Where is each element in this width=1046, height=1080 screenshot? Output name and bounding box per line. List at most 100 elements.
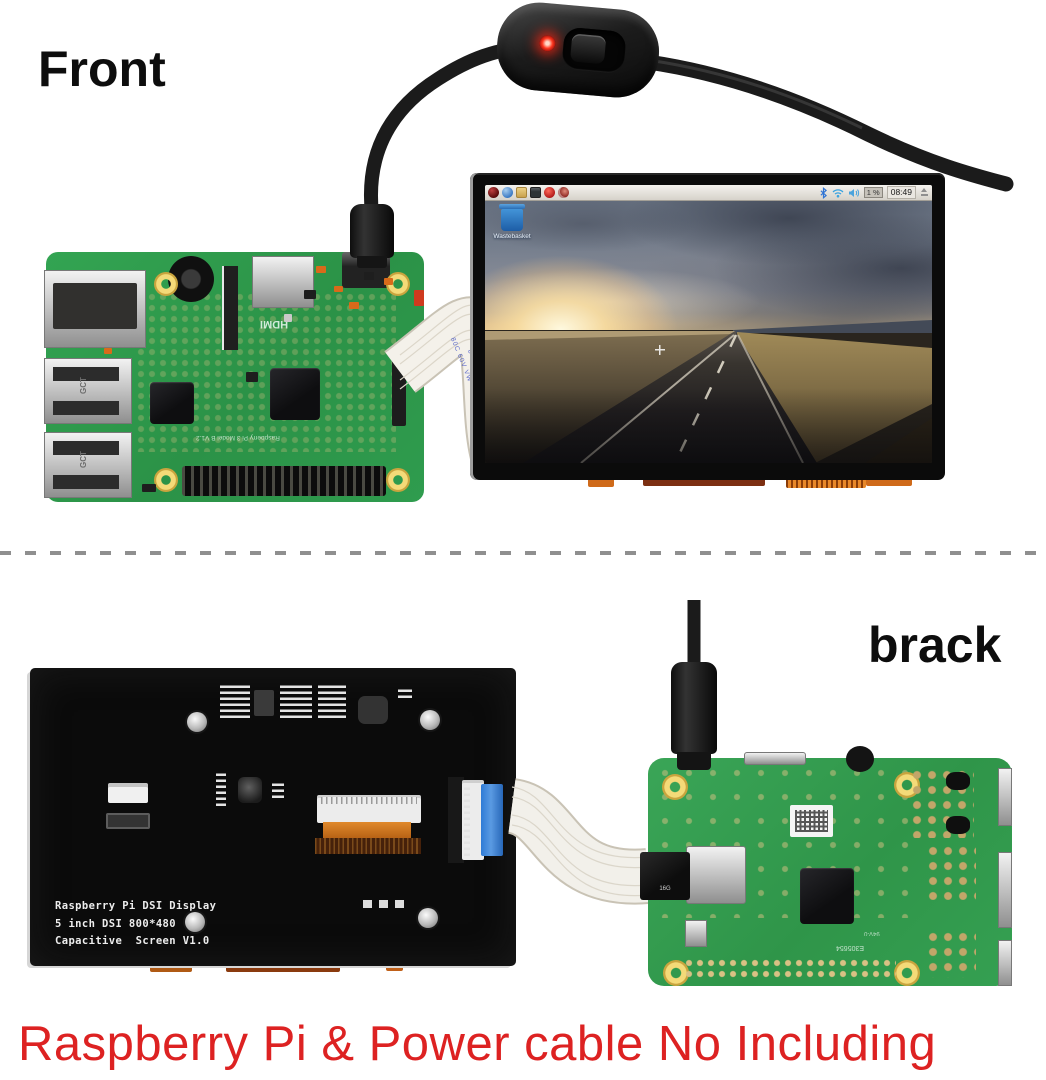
micro-usb-plug-tip — [357, 256, 387, 268]
smd-component — [142, 484, 156, 492]
screw — [187, 712, 207, 732]
panel-print-line: Raspberry Pi DSI Display — [55, 900, 217, 912]
display-screen: 1 % 08:49 Wastebasket — [485, 185, 932, 463]
dsi-socket — [462, 780, 484, 860]
camera-connector — [222, 266, 238, 350]
micro-usb-plug — [350, 204, 394, 258]
volume-icon — [848, 188, 859, 197]
ic-chip — [254, 690, 274, 716]
port-solder-pads — [926, 930, 976, 978]
raspberry-pi-board-back: E305654 94V-0 — [648, 746, 1012, 986]
clock: 08:49 — [886, 186, 916, 199]
ic-pads — [272, 780, 284, 798]
solder-pad — [395, 900, 404, 908]
panel-print: Raspberry Pi DSI Display 5 inch DSI 800*… — [55, 898, 216, 951]
soc-chip — [800, 868, 854, 924]
wifi-icon — [832, 188, 844, 197]
solder-pad — [363, 900, 372, 908]
bluetooth-icon — [820, 186, 827, 199]
solder-pad — [379, 900, 388, 908]
soc-chip — [270, 368, 320, 420]
inductor — [238, 777, 262, 803]
taskbar: 1 % 08:49 — [485, 185, 932, 201]
menu-icon — [488, 187, 499, 198]
panel-print-line: Capacitive Screen V1.0 — [55, 935, 210, 947]
smd-component — [384, 278, 393, 285]
smd-component — [304, 290, 316, 299]
lan-chip — [150, 382, 194, 424]
dsi-pins — [464, 784, 470, 856]
audio-jack-edge — [846, 746, 874, 772]
qr-label — [790, 805, 833, 837]
smd-component — [246, 372, 258, 382]
front-section-label: Front — [38, 41, 166, 97]
screw — [185, 912, 205, 932]
mounting-hole — [154, 272, 178, 296]
screw — [420, 710, 440, 730]
hdmi-port-edge — [744, 752, 806, 765]
backlight-connector — [108, 783, 148, 803]
wastebasket-label: Wastebasket — [493, 233, 531, 240]
ffc-connector — [317, 795, 421, 823]
usb-port: GCT — [44, 432, 132, 498]
mounting-hole — [894, 960, 920, 986]
notice-text: Raspberry Pi & Power cable No Including — [18, 1017, 937, 1071]
ic-pads — [220, 684, 250, 718]
browser-icon — [502, 187, 513, 198]
mounting-hole — [386, 468, 410, 492]
usb-port: GCT — [44, 358, 132, 424]
ic-pads — [216, 772, 226, 806]
smd-component — [685, 920, 707, 947]
orange-flex-cable — [323, 822, 411, 840]
mounting-hole — [154, 468, 178, 492]
dsi-connector — [448, 777, 464, 863]
ffc-pins — [321, 797, 417, 804]
ethernet-slot — [53, 283, 137, 329]
app-icon-red — [544, 187, 555, 198]
smd-component — [284, 314, 292, 322]
switch-knob — [569, 33, 607, 65]
smd-component — [104, 348, 112, 354]
smd-component — [946, 772, 970, 790]
orange-flex-cable-end — [315, 838, 421, 854]
smd-component — [334, 286, 343, 292]
ethernet-port-edge — [998, 940, 1012, 986]
terminal-icon — [530, 187, 541, 198]
app-icon-dark-red — [558, 187, 569, 198]
smd-component — [414, 290, 424, 306]
cursor-icon — [655, 345, 665, 355]
smd-component — [316, 266, 326, 273]
panel-print-line: 5 inch DSI 800*480 — [55, 917, 176, 930]
eject-icon — [920, 188, 929, 197]
switch-slot — [561, 26, 627, 75]
ic-pads — [398, 688, 412, 698]
micro-usb-plug-tip — [677, 752, 711, 770]
gpio-solder-pads — [684, 958, 896, 980]
micro-usb-plug — [671, 662, 717, 754]
smd-component — [349, 302, 359, 309]
connector-slot — [106, 813, 150, 829]
usb-slot — [53, 401, 119, 415]
back-section-label: brack — [868, 617, 1002, 673]
gpio-header — [182, 466, 386, 496]
screw — [418, 908, 438, 928]
ethernet-port — [44, 270, 146, 348]
inline-power-switch — [493, 0, 663, 101]
ic-pads — [318, 684, 346, 718]
file-manager-icon — [516, 187, 527, 198]
dsi-display-front: 1 % 08:49 Wastebasket — [470, 173, 945, 480]
port-solder-pads — [926, 844, 976, 900]
usb-slot — [53, 367, 119, 381]
mounting-hole — [662, 774, 688, 800]
micro-sd-card: 16G — [640, 852, 690, 900]
wastebasket-icon — [499, 204, 525, 209]
usb-slot — [53, 441, 119, 455]
usb-port-edge — [998, 768, 1012, 826]
wastebasket-icon — [501, 209, 523, 231]
cpu-meter: 1 % — [863, 187, 883, 198]
usb-port-edge — [998, 852, 1012, 928]
raspberry-pi-board-front: GCT GCT HDMI Raspberry Pi 3 Model B V1.2 — [44, 252, 424, 502]
